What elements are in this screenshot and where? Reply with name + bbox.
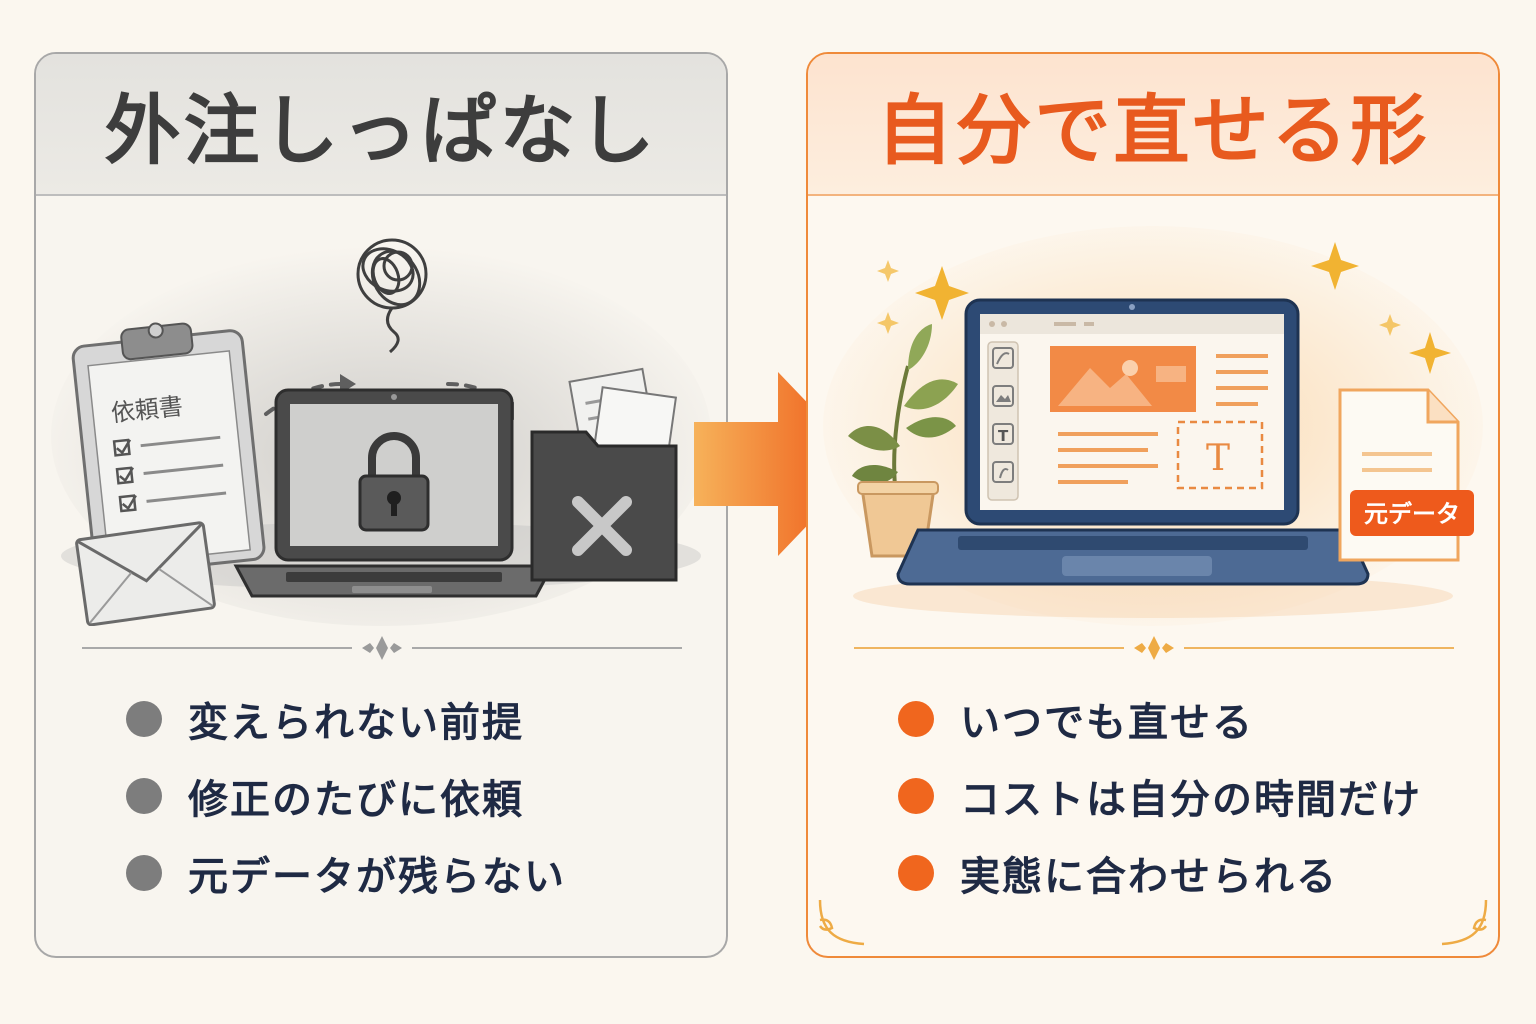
list-item: 実態に合わせられる xyxy=(898,834,1422,911)
right-divider xyxy=(854,636,1454,660)
point-text: 変えられない前提 xyxy=(188,699,524,746)
clipboard-icon: 依頼書 xyxy=(71,322,266,577)
plant-icon xyxy=(848,324,958,558)
image-icon xyxy=(992,385,1014,407)
point-text: 実態に合わせられる xyxy=(960,853,1338,900)
lock-icon xyxy=(358,432,430,532)
bullet-dot xyxy=(126,854,162,891)
point-text: いつでも直せる xyxy=(960,699,1254,746)
list-item: 元データが残らない xyxy=(126,834,566,911)
point-text: 元データが残らない xyxy=(188,853,566,900)
list-item: 修正のたびに依頼 xyxy=(126,757,566,834)
point-text: 修正のたびに依頼 xyxy=(188,776,524,823)
file-badge: 元データ xyxy=(1364,500,1460,528)
corner-flourish-left xyxy=(818,899,865,946)
list-item: いつでも直せる xyxy=(898,680,1422,757)
bullet-dot xyxy=(898,777,934,814)
left-panel-title: 外注しっぱなし xyxy=(36,54,726,196)
sidebar-text-tool: T xyxy=(998,427,1009,445)
envelope-icon xyxy=(75,521,216,626)
folder-x-icon xyxy=(530,367,678,582)
right-illustration: T T xyxy=(823,226,1483,626)
sparkle-icon xyxy=(877,242,1451,374)
left-illustration: 依頼書 xyxy=(51,238,711,626)
tangle-icon xyxy=(356,238,428,354)
bullet-dot xyxy=(898,700,934,737)
text-tool-glyph: T xyxy=(1206,438,1230,479)
right-panel: 自分で直せる形 xyxy=(806,52,1500,958)
right-point-list: いつでも直せる コストは自分の時間だけ 実態に合わせられる xyxy=(898,680,1422,911)
list-item: コストは自分の時間だけ xyxy=(898,757,1422,834)
bullet-dot xyxy=(126,700,162,737)
left-point-list: 変えられない前提 修正のたびに依頼 元データが残らない xyxy=(126,680,566,911)
list-item: 変えられない前提 xyxy=(126,680,566,757)
arrow-right-icon xyxy=(694,372,866,556)
corner-flourish-right xyxy=(1441,899,1488,946)
laptop-icon: T T xyxy=(896,298,1370,586)
bullet-dot xyxy=(126,777,162,814)
document-icon: 元データ xyxy=(1338,388,1474,562)
left-panel: 外注しっぱなし 依頼書 xyxy=(34,52,728,958)
bullet-dot xyxy=(898,854,934,891)
point-text: コストは自分の時間だけ xyxy=(960,776,1422,823)
left-divider xyxy=(82,636,682,660)
right-panel-title: 自分で直せる形 xyxy=(808,54,1498,196)
